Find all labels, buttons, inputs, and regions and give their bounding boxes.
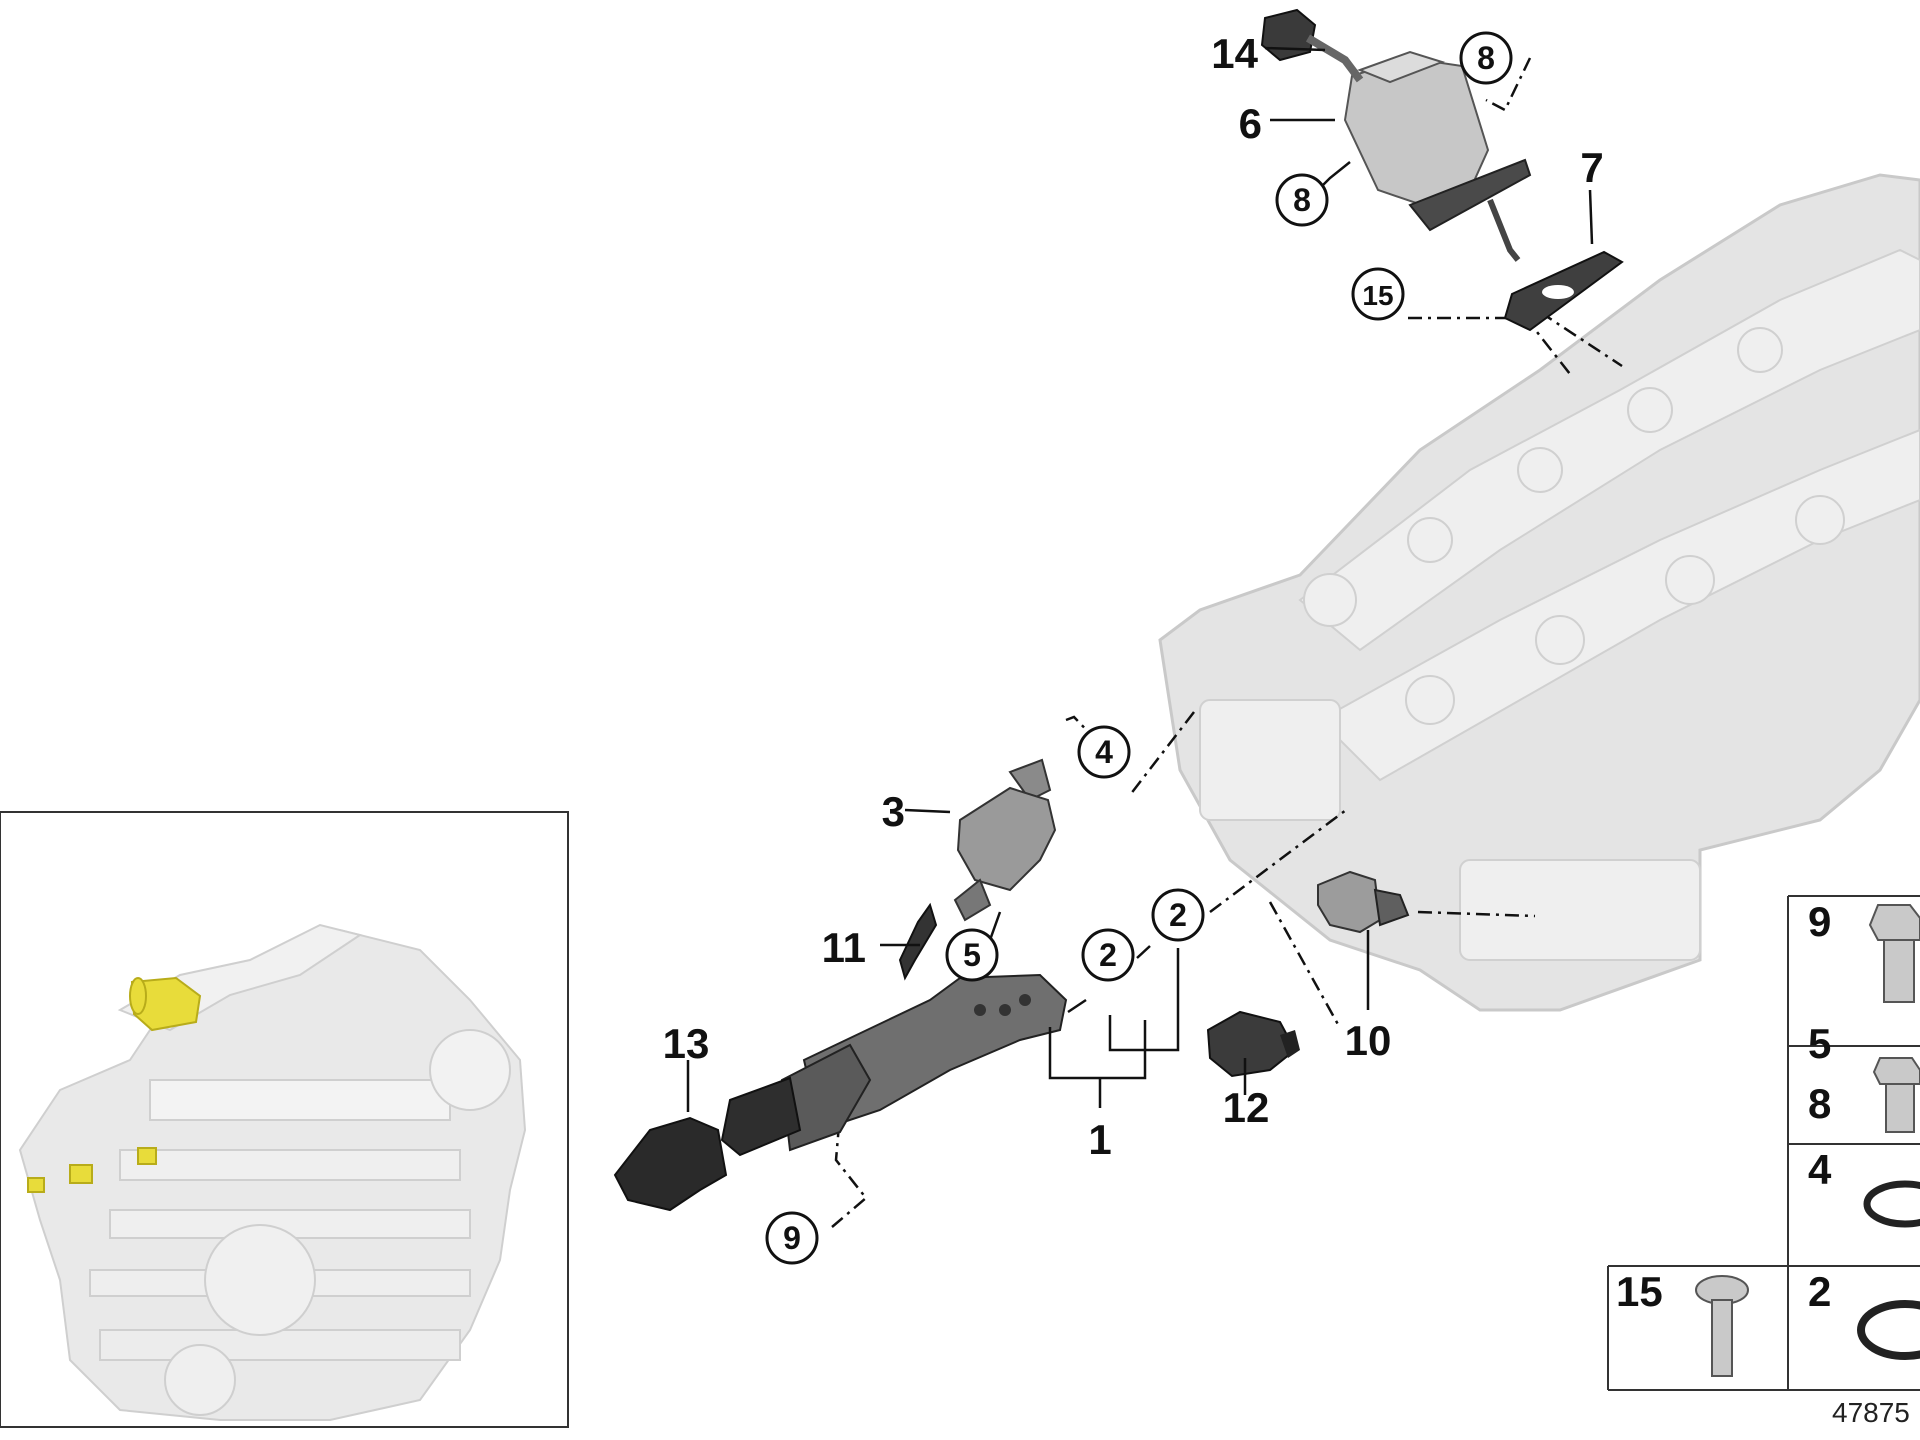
callout-4: 4 — [1077, 725, 1131, 779]
leader-lines — [686, 46, 1594, 1112]
callout-8-top: 8 — [1459, 31, 1513, 85]
callout-15: 15 — [1351, 267, 1405, 321]
svg-text:2: 2 — [1169, 897, 1187, 933]
label-14: 14 — [1211, 30, 1258, 77]
hardware-cell-bolt-9: 9 — [1808, 898, 1920, 1003]
connector-part — [1260, 8, 1317, 62]
svg-text:2: 2 — [1808, 1268, 1831, 1315]
label-7: 7 — [1580, 144, 1603, 191]
hardware-cell-oring-2: 2 — [1808, 1268, 1920, 1360]
label-6: 6 — [1239, 100, 1262, 147]
engine-overview-inset — [0, 811, 569, 1428]
plug-part — [1206, 1010, 1300, 1078]
label-3: 3 — [882, 788, 905, 835]
svg-text:4: 4 — [1808, 1146, 1832, 1193]
o-ring-large-icon — [1857, 1300, 1920, 1360]
connector-cap-part — [613, 1116, 728, 1212]
label-1: 1 — [1088, 1116, 1111, 1163]
reference-number: 47875 — [1832, 1397, 1910, 1428]
hex-bolt-icon — [1868, 904, 1920, 1003]
callout-2-left: 2 — [1081, 928, 1135, 982]
hardware-cell-bolt-5-8: 5 8 — [1808, 1020, 1920, 1133]
svg-text:8: 8 — [1477, 40, 1495, 76]
label-11: 11 — [822, 924, 866, 971]
hardware-cell-screw-15: 15 — [1616, 1268, 1749, 1377]
svg-text:5: 5 — [1808, 1020, 1831, 1067]
callout-9: 9 — [765, 1211, 819, 1265]
hardware-table — [1607, 895, 1920, 1391]
gasket-part — [1503, 250, 1624, 332]
callout-2-right: 2 — [1151, 888, 1205, 942]
label-13: 13 — [663, 1020, 710, 1067]
control-valve-part — [720, 973, 1068, 1157]
svg-text:15: 15 — [1362, 280, 1393, 311]
svg-text:15: 15 — [1616, 1268, 1663, 1315]
cylinder-head-illustration — [1158, 173, 1920, 1012]
callout-8-left: 8 — [1275, 173, 1329, 227]
temperature-sensor-part — [1317, 870, 1410, 934]
hardware-cell-oring-4: 4 — [1808, 1146, 1920, 1228]
screw-icon — [1695, 1275, 1749, 1377]
svg-text:9: 9 — [1808, 898, 1831, 945]
svg-text:2: 2 — [1099, 937, 1117, 973]
position-sensor-part — [953, 758, 1057, 922]
highlighted-part-marker — [27, 976, 202, 1193]
svg-text:4: 4 — [1095, 734, 1113, 770]
label-10: 10 — [1345, 1017, 1392, 1064]
svg-text:9: 9 — [783, 1220, 801, 1256]
actuator-motor-part — [1305, 34, 1532, 262]
svg-text:8: 8 — [1293, 182, 1311, 218]
wire-part — [898, 902, 938, 981]
callout-5: 5 — [945, 928, 999, 982]
torx-bolt-icon — [1872, 1057, 1920, 1133]
svg-text:5: 5 — [963, 937, 981, 973]
label-12: 12 — [1223, 1084, 1270, 1131]
svg-text:8: 8 — [1808, 1080, 1831, 1127]
o-ring-small-icon — [1863, 1180, 1920, 1228]
